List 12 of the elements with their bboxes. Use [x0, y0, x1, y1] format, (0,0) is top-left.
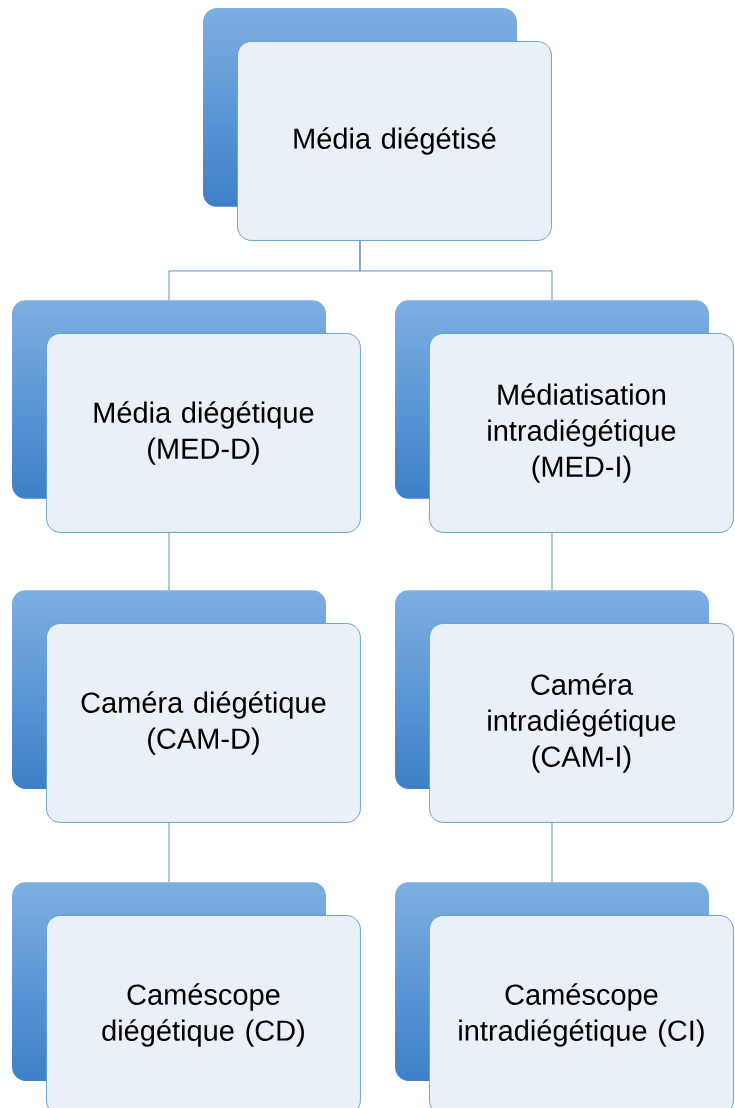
connector-line [168, 822, 170, 883]
connector-line [551, 822, 553, 883]
text-card: Caméscope diégétique (CD) [46, 915, 361, 1108]
text-card: Média diégétique (MED-D) [46, 333, 361, 533]
text-card: Médiatisation intradiégétique (MED-I) [429, 333, 734, 533]
text-card: Média diégétisé [237, 41, 552, 241]
text-card: Caméra intradiégétique (CAM-I) [429, 623, 734, 823]
connector-line [551, 532, 553, 591]
connector-line [168, 532, 170, 591]
text-card: Caméra diégétique (CAM-D) [46, 623, 361, 823]
text-card: Caméscope intradiégétique (CI) [429, 915, 734, 1108]
connector-line [359, 240, 553, 301]
